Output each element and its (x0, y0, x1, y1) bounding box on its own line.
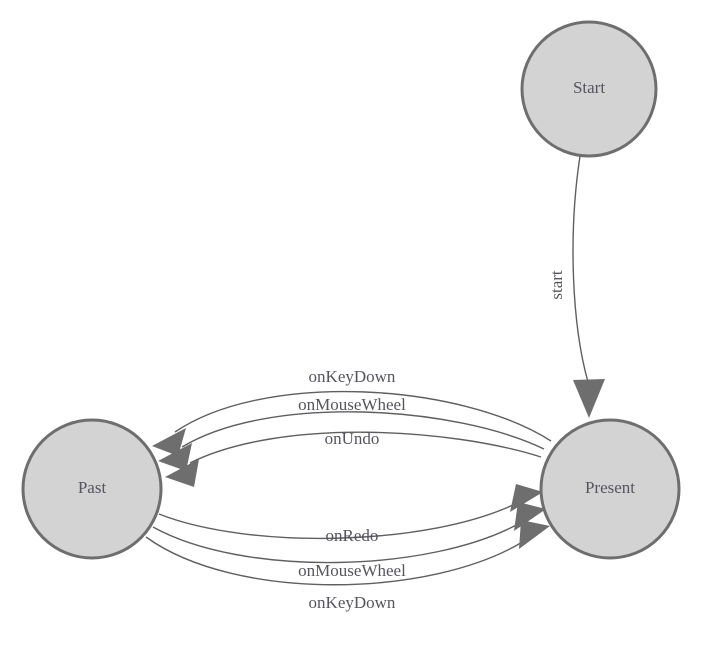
node-start[interactable]: Start (520, 20, 658, 158)
node-start-circle (520, 20, 658, 158)
edge-start-to-present[interactable]: start (547, 155, 605, 418)
edge-past-to-present-keydown-path (145, 536, 525, 586)
edge-start-to-present-path (572, 155, 589, 383)
arrowhead-start-to-present (573, 379, 605, 418)
edge-present-to-past-keydown[interactable]: onKeyDown (152, 367, 552, 456)
edge-past-to-present-redo-path (158, 502, 518, 540)
arrowhead-present-to-past-mousewheel (158, 443, 192, 471)
node-present-circle (539, 418, 681, 560)
edge-present-to-past-undo[interactable]: onUndo (165, 429, 542, 487)
node-present[interactable]: Present (539, 418, 681, 560)
edge-label-mousewheel-back: onMouseWheel (298, 395, 406, 414)
edge-past-to-present-redo[interactable]: onRedo (158, 484, 543, 545)
edge-present-to-past-mousewheel-path (181, 411, 545, 450)
arrowhead-present-to-past-keydown (152, 428, 186, 456)
node-start-label: Start (573, 78, 605, 97)
node-present-label: Present (585, 478, 635, 497)
edge-present-to-past-keydown-path (174, 390, 552, 442)
edge-past-to-present-keydown[interactable]: onKeyDown (145, 520, 550, 612)
arrowhead-past-to-present-keydown (519, 520, 550, 549)
edge-past-to-present-mousewheel[interactable]: onMouseWheel (152, 502, 546, 580)
node-past-label: Past (78, 478, 107, 497)
node-past[interactable]: Past (21, 418, 163, 560)
edge-past-to-present-mousewheel-path (152, 522, 521, 564)
edge-present-to-past-undo-path (189, 431, 542, 464)
edge-label-start: start (547, 270, 566, 300)
node-past-circle (21, 418, 163, 560)
edge-present-to-past-mousewheel[interactable]: onMouseWheel (158, 395, 545, 471)
edge-label-redo: onRedo (326, 526, 379, 545)
arrowhead-present-to-past-undo (165, 459, 199, 487)
edge-label-mousewheel-fwd: onMouseWheel (298, 561, 406, 580)
edge-label-keydown-back: onKeyDown (309, 367, 396, 386)
edge-label-keydown-fwd: onKeyDown (309, 593, 396, 612)
edge-label-undo: onUndo (325, 429, 380, 448)
